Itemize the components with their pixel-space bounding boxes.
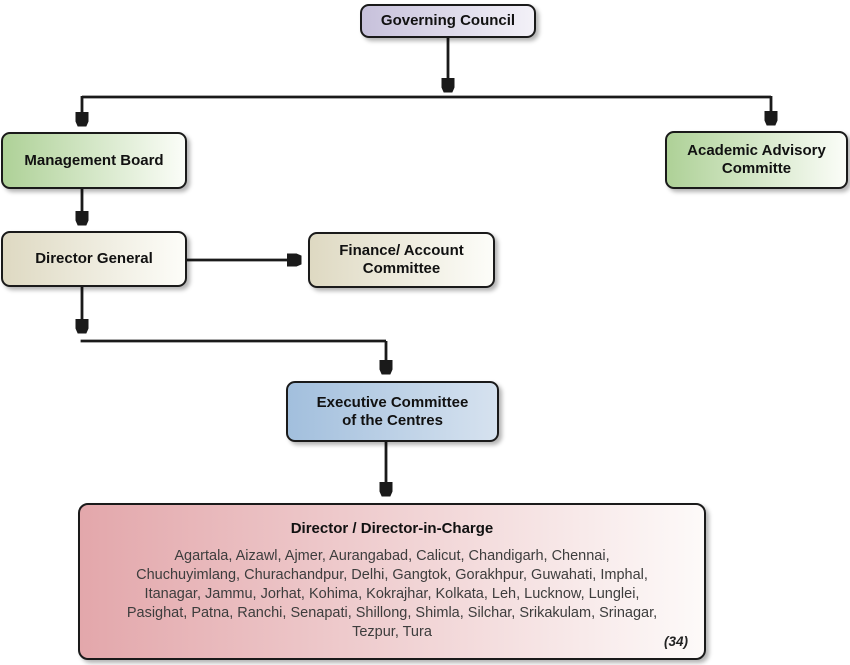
node-finance-account-committee: Finance/ Account Committee	[308, 232, 495, 288]
centres-line: Pasighat, Patna, Ranchi, Senapati, Shill…	[126, 605, 658, 621]
centres-list: Agartala, Aizawl, Ajmer, Aurangabad, Cal…	[80, 547, 704, 642]
centres-count: (34)	[663, 634, 688, 649]
centres-line: Chuchuyimlang, Churachandpur, Delhi, Gan…	[136, 567, 648, 583]
node-academic-advisory-committee: Academic Advisory Committe	[665, 131, 848, 189]
directors-title: Director / Director-in-Charge	[290, 520, 494, 537]
centres-line: Agartala, Aizawl, Ajmer, Aurangabad, Cal…	[174, 548, 610, 564]
node-label: Director General	[35, 250, 153, 267]
node-governing-council: Governing Council	[360, 4, 536, 38]
node-management-board: Management Board	[1, 132, 187, 189]
node-label: Governing Council	[380, 12, 516, 29]
node-directors: Director / Director-in-Charge Agartala, …	[78, 503, 706, 660]
node-executive-committee: Executive Committee of the Centres	[286, 381, 499, 442]
node-director-general: Director General	[1, 231, 187, 287]
centres-line: Itanagar, Jammu, Jorhat, Kohima, Kokrajh…	[144, 586, 640, 602]
node-label: Management Board	[24, 151, 164, 169]
node-label: Finance/ Account Committee	[339, 242, 464, 277]
node-label: Executive Committee of the Centres	[316, 393, 469, 429]
centres-line: Tezpur, Tura	[352, 624, 432, 640]
node-label: Academic Advisory Committe	[687, 142, 826, 177]
